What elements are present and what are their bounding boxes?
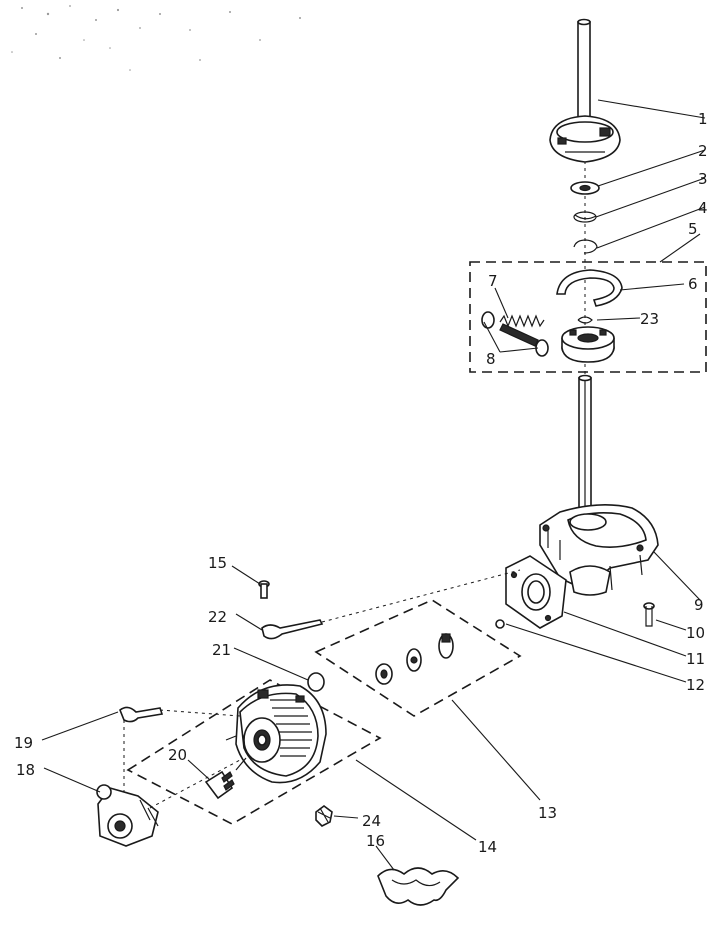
brake-assembly-group-box	[469, 261, 707, 373]
callout-7: 7	[488, 272, 498, 290]
screw-part-10	[643, 602, 655, 627]
hose-fitting-part-19	[119, 706, 241, 800]
callout-21: 21	[212, 641, 231, 659]
coupling-part	[438, 633, 454, 659]
bumper-part-21	[307, 672, 325, 692]
pin-part-23	[577, 316, 593, 324]
callout-6: 6	[688, 275, 698, 293]
bolt-part-15	[258, 580, 270, 599]
callout-18: 18	[16, 761, 35, 779]
motor-part-14	[225, 684, 327, 784]
callout-8: 8	[486, 350, 496, 368]
wire-clip-part-16	[377, 867, 460, 906]
agitator-shaft-part-1	[549, 18, 621, 163]
callout-12: 12	[686, 676, 705, 694]
callout-22: 22	[208, 608, 227, 626]
callout-3: 3	[698, 170, 708, 188]
clip-ring-part-4	[573, 239, 598, 254]
leader-lines	[41, 99, 706, 871]
callout-10: 10	[686, 624, 705, 642]
coupling-hub	[375, 663, 393, 685]
callout-15: 15	[208, 554, 227, 572]
brake-hub	[561, 326, 615, 363]
callout-19: 19	[14, 734, 33, 752]
scan-noise	[11, 5, 301, 71]
coupling-group-box	[314, 599, 522, 717]
nut-part-24	[315, 805, 333, 827]
callout-16: 16	[366, 832, 385, 850]
transmission-housing-part-9	[539, 504, 659, 596]
callout-24: 24	[362, 812, 381, 830]
brake-band-part-6	[556, 269, 623, 307]
callout-11: 11	[686, 650, 705, 668]
spring-part-7	[499, 314, 545, 347]
callout-2: 2	[698, 142, 708, 160]
transmission-shaft	[578, 374, 592, 519]
nut-part-12	[495, 619, 505, 629]
callout-20: 20	[168, 746, 187, 764]
motor-group-box	[126, 679, 382, 825]
callout-23: 23	[640, 310, 659, 328]
gasket-part-11	[505, 555, 567, 629]
callout-13: 13	[538, 804, 557, 822]
callout-4: 4	[698, 199, 708, 217]
switch-part-20	[204, 770, 235, 800]
pump-bracket-part-22	[261, 569, 521, 640]
callout-1: 1	[698, 110, 708, 128]
washer-part-2	[570, 181, 600, 195]
callout-labels: 1 2 3 4 5 6 7 8 23 9 10 11 12 13 14 15 1…	[14, 110, 708, 856]
coupling-disc	[406, 648, 422, 672]
pump-part-18	[96, 759, 241, 847]
callout-5: 5	[688, 220, 698, 238]
callout-9: 9	[694, 596, 704, 614]
callout-14: 14	[478, 838, 497, 856]
